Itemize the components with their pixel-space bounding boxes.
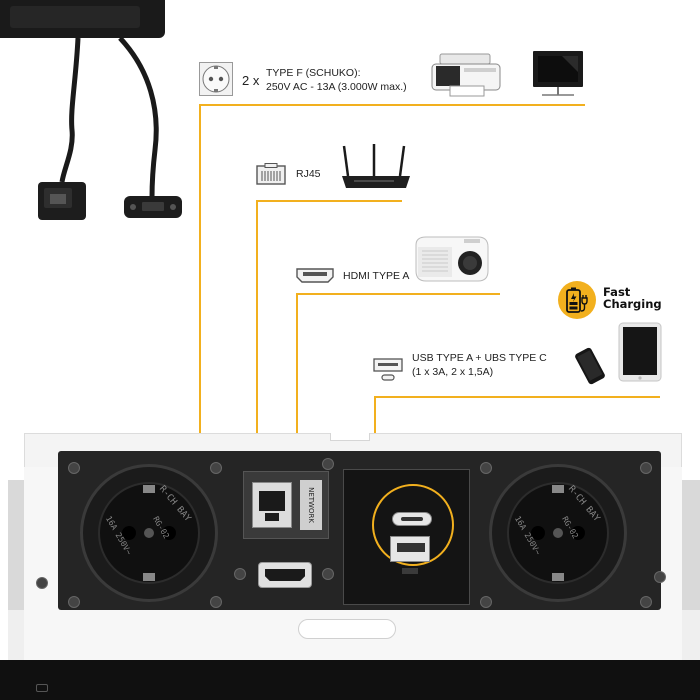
desk-base bbox=[0, 660, 700, 700]
base-slot bbox=[36, 684, 48, 692]
fast-charging-line2: Charging bbox=[603, 297, 662, 311]
schuko-leader-vertical bbox=[199, 104, 201, 496]
rj45-coupler bbox=[38, 182, 86, 220]
rj45-leader-vertical bbox=[256, 200, 258, 511]
schuko-count: 2 x bbox=[242, 73, 260, 88]
schuko-label-line2: 250V AC - 13A (3.000W max.) bbox=[266, 81, 407, 93]
cable-extensions bbox=[38, 36, 182, 220]
screw-icon bbox=[654, 571, 666, 583]
screw-icon bbox=[322, 568, 334, 580]
schuko-socket-icon bbox=[199, 62, 233, 96]
printer-icon bbox=[430, 52, 502, 103]
usb-c-socket[interactable] bbox=[392, 512, 432, 526]
device-housing bbox=[0, 0, 165, 38]
network-label-plate: NETWORK bbox=[300, 480, 322, 530]
usb-leader-horizontal bbox=[374, 396, 660, 398]
rj45-port-icon bbox=[256, 163, 286, 190]
rj45-socket[interactable] bbox=[252, 482, 292, 528]
screw-icon bbox=[68, 462, 80, 474]
hdmi-label: HDMI TYPE A bbox=[343, 270, 410, 282]
screw-icon bbox=[210, 462, 222, 474]
schuko-socket-left[interactable]: R-CH BAY RG-02 16A 250V~ bbox=[80, 464, 218, 602]
device-panel bbox=[10, 6, 140, 28]
network-label: NETWORK bbox=[307, 487, 316, 523]
screw-icon bbox=[480, 596, 492, 608]
hdmi-socket[interactable] bbox=[258, 562, 312, 588]
fast-charging-line1: Fast bbox=[603, 285, 631, 299]
rj45-label: RJ45 bbox=[296, 168, 321, 180]
router-icon bbox=[340, 142, 412, 197]
hdmi-leader-vertical bbox=[296, 293, 298, 555]
screw-icon bbox=[640, 596, 652, 608]
projector-icon bbox=[412, 231, 492, 292]
usb-a-socket[interactable] bbox=[390, 536, 430, 562]
usb-label-line1: USB TYPE A + UBS TYPE C bbox=[412, 352, 547, 364]
usb-highlight-ring bbox=[372, 484, 454, 566]
battery-charging-icon bbox=[558, 281, 596, 319]
rj45-module: NETWORK bbox=[243, 471, 329, 539]
screw-icon bbox=[640, 462, 652, 474]
smartphone-icon bbox=[570, 346, 610, 391]
lid-push-button[interactable] bbox=[298, 619, 396, 639]
screw-icon bbox=[234, 568, 246, 580]
usb-module bbox=[343, 469, 470, 605]
monitor-icon bbox=[532, 50, 586, 103]
tablet-icon bbox=[618, 322, 662, 389]
lid-release-tab[interactable] bbox=[330, 433, 370, 441]
schuko-socket-right[interactable]: R-CH BAY RG-02 16A 250V~ bbox=[489, 464, 627, 602]
screw-icon bbox=[68, 596, 80, 608]
hdmi-leader-horizontal bbox=[296, 293, 500, 295]
rj45-leader-horizontal bbox=[256, 200, 402, 202]
hdmi-port-icon bbox=[296, 267, 334, 288]
schuko-label-line1: TYPE F (SCHUKO): bbox=[266, 67, 361, 79]
schuko-leader-horizontal bbox=[199, 104, 585, 106]
screw-icon bbox=[480, 462, 492, 474]
screw-icon bbox=[210, 596, 222, 608]
usb-label-line2: (1 x 3A, 2 x 1,5A) bbox=[412, 366, 494, 378]
screw-icon bbox=[36, 577, 48, 589]
hdmi-panel-mount bbox=[124, 196, 182, 218]
usb-port-icon bbox=[373, 358, 403, 387]
screw-icon bbox=[322, 458, 334, 470]
usb-indicator bbox=[402, 568, 418, 574]
